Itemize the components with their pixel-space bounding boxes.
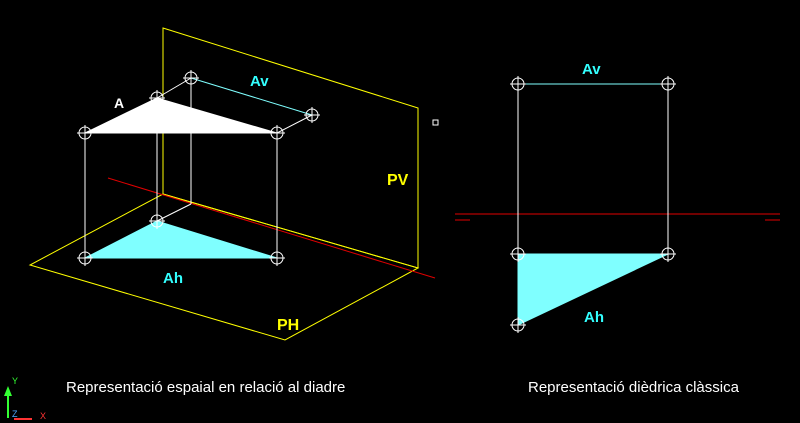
node-marker bbox=[269, 250, 285, 266]
label-av-left: Av bbox=[250, 73, 269, 90]
node-marker bbox=[660, 76, 676, 92]
node-marker bbox=[510, 317, 526, 333]
node-marker bbox=[269, 125, 285, 141]
node-marker bbox=[149, 90, 165, 106]
ucs-y-label: Y bbox=[12, 376, 18, 386]
node-markers-right bbox=[510, 76, 676, 333]
ground-line-left bbox=[107, 177, 436, 279]
label-ah-right: Ah bbox=[584, 309, 604, 326]
ucs-x-label: X bbox=[40, 411, 46, 421]
ucs-z-label: Z bbox=[12, 409, 18, 419]
label-ah-left: Ah bbox=[163, 270, 183, 287]
dihedral-view: Av Ah bbox=[455, 61, 780, 333]
label-av-right: Av bbox=[582, 61, 601, 78]
vertical-projection-av-left bbox=[190, 77, 313, 116]
node-markers-left bbox=[77, 70, 320, 266]
label-point-a: A bbox=[114, 95, 124, 111]
label-pv: PV bbox=[387, 172, 409, 189]
point-marker-square bbox=[432, 119, 439, 126]
horizontal-projection-ah-right bbox=[517, 253, 669, 326]
caption-right: Representació dièdrica clàssica bbox=[528, 379, 740, 396]
space-triangle bbox=[84, 97, 278, 134]
node-marker bbox=[77, 250, 93, 266]
label-ph: PH bbox=[277, 317, 299, 334]
node-marker bbox=[77, 125, 93, 141]
horizontal-projection-ah-left bbox=[84, 220, 278, 259]
node-marker bbox=[660, 246, 676, 262]
horizontal-plane-ph bbox=[28, 193, 420, 341]
node-marker bbox=[510, 246, 526, 262]
node-marker bbox=[149, 213, 165, 229]
ucs-icon: Y Z X bbox=[4, 376, 46, 421]
vertical-plane-pv bbox=[162, 27, 419, 269]
spatial-view: A Av Ah PV PH bbox=[28, 27, 439, 341]
node-marker bbox=[510, 76, 526, 92]
node-marker bbox=[304, 107, 320, 123]
node-marker bbox=[183, 70, 199, 86]
caption-left: Representació espaial en relació al diad… bbox=[66, 379, 345, 396]
